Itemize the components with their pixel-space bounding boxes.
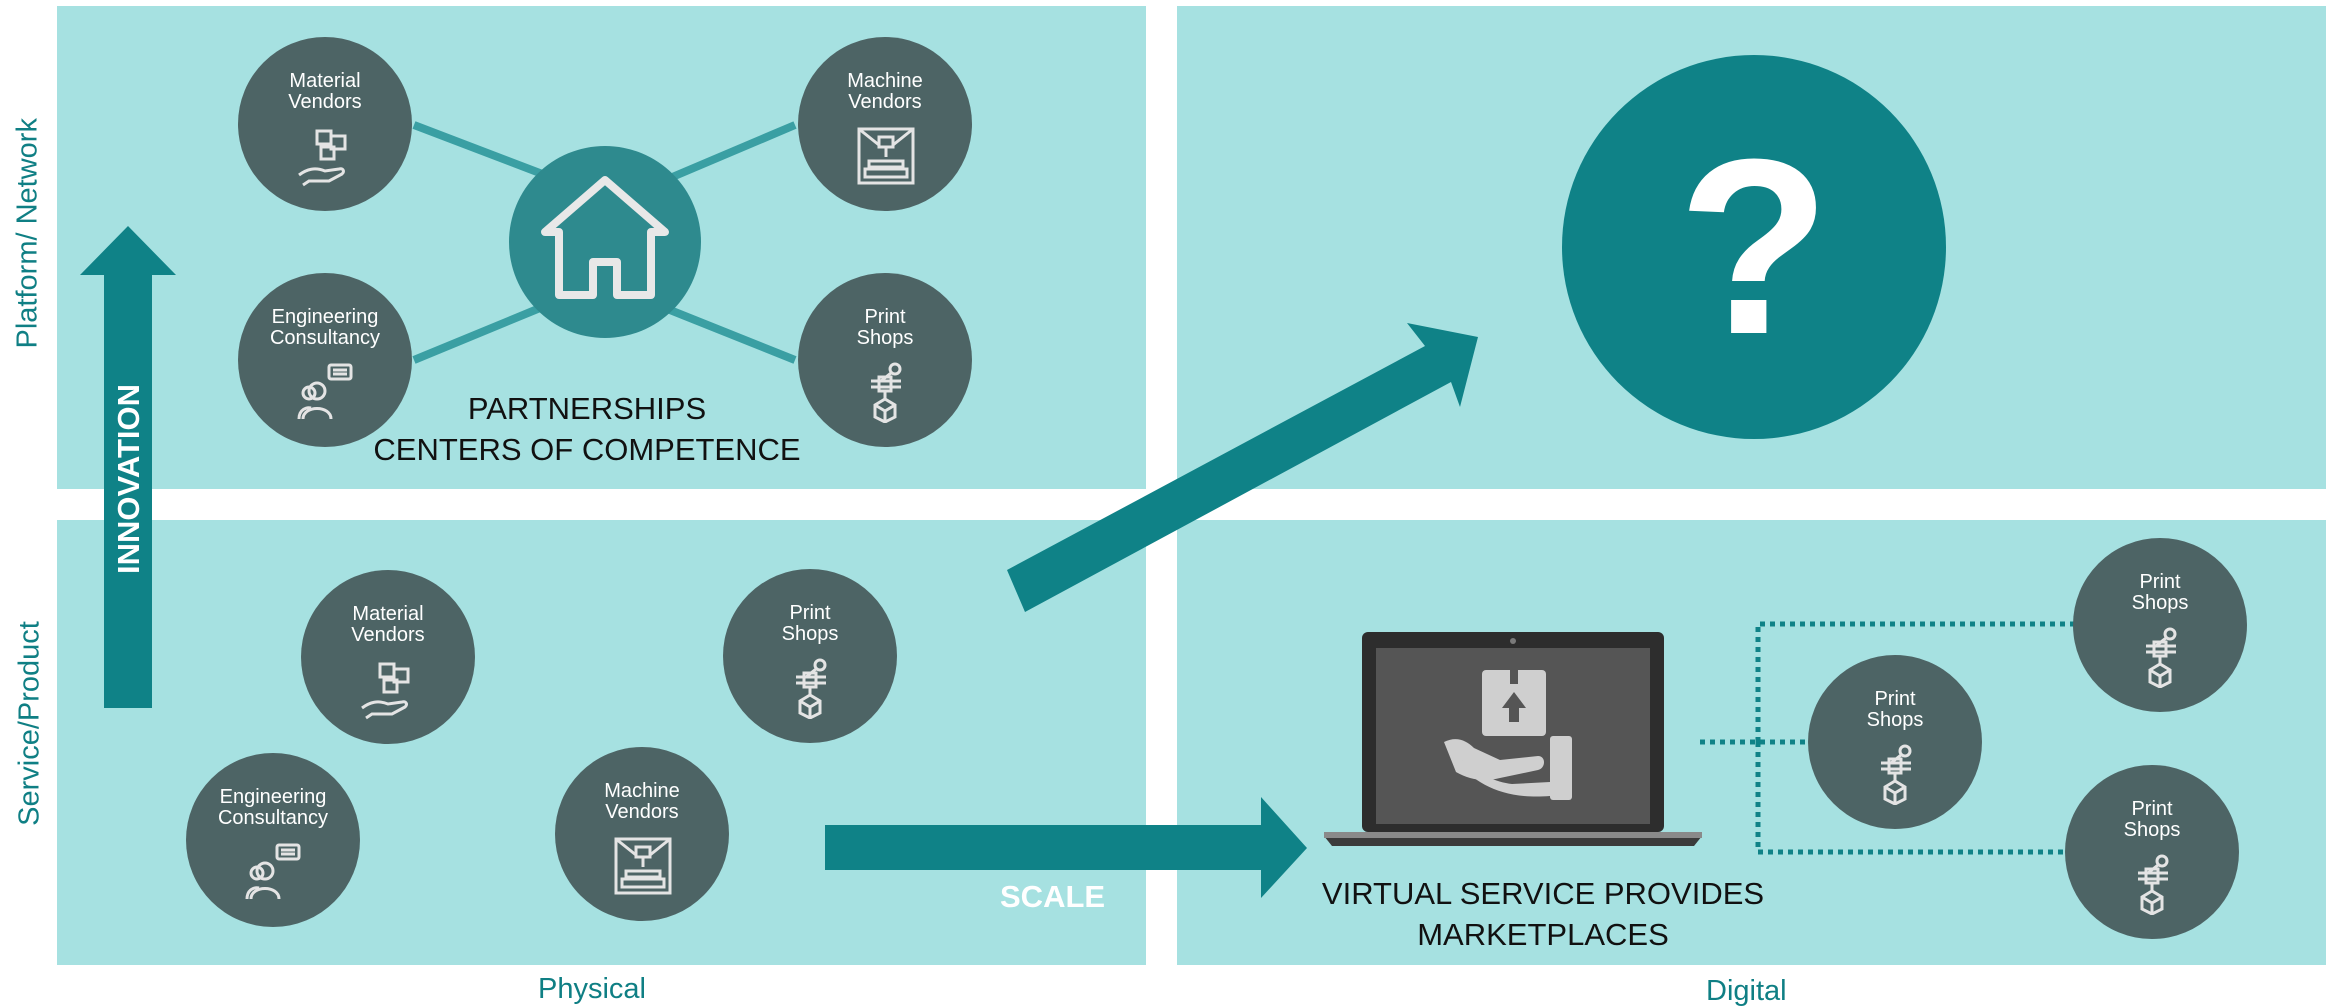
connector-material-vendors	[412, 121, 547, 179]
caption-partnerships: PARTNERSHIPS	[467, 391, 707, 426]
node-engineering-consultancy-top: Engineering Consultancy	[238, 273, 412, 447]
node-label: Print Shops	[856, 306, 914, 349]
innovation-arrow	[80, 226, 176, 708]
connector-engineering-consultancy	[412, 304, 542, 364]
hub-circle	[509, 146, 701, 338]
machine-printer-icon	[612, 835, 674, 897]
node-label: Material Vendors	[288, 70, 362, 113]
robot-arm-icon	[780, 657, 842, 720]
hub-connectors	[412, 121, 797, 364]
laptop-upload-hand-icon	[1324, 632, 1702, 846]
consultant-speech-icon	[295, 361, 357, 423]
node-print-shops-top-right: Print Shops	[2073, 538, 2247, 712]
robot-arm-icon	[1865, 743, 1927, 806]
node-label: Print Shops	[2131, 571, 2189, 614]
robot-arm-icon	[855, 361, 917, 424]
scale-label: SCALE	[1000, 879, 1106, 914]
machine-printer-icon	[855, 125, 917, 187]
node-engineering-consultancy-bottom: Engineering Consultancy	[186, 753, 360, 927]
robot-arm-icon	[2130, 626, 2192, 689]
node-print-shops-center: Print Shops	[1808, 655, 1982, 829]
diagonal-growth-arrow	[1007, 323, 1478, 612]
node-label: Material Vendors	[351, 603, 425, 646]
caption-marketplaces: MARKETPLACES	[1417, 917, 1669, 952]
node-material-vendors-top: Material Vendors	[238, 37, 412, 211]
robot-arm-icon	[2122, 853, 2184, 916]
innovation-label: INNOVATION	[111, 384, 146, 575]
connector-machine-vendors	[668, 121, 797, 182]
node-material-vendors-bottom: Material Vendors	[301, 570, 475, 744]
axis-label-service-product: Service/Product	[13, 621, 46, 826]
house-icon	[541, 176, 669, 299]
material-box-hand-icon	[295, 125, 357, 187]
node-label: Machine Vendors	[847, 70, 923, 113]
node-machine-vendors-bottom: Machine Vendors	[555, 747, 729, 921]
dotted-network-lines	[1700, 621, 2074, 855]
scale-arrow	[825, 797, 1307, 898]
node-label: Engineering Consultancy	[269, 306, 381, 349]
caption-centers-of-competence: CENTERS OF COMPETENCE	[373, 432, 801, 467]
consultant-speech-icon	[243, 841, 305, 903]
node-label: Print Shops	[1866, 688, 1924, 731]
node-print-shops-bottom: Print Shops	[723, 569, 897, 743]
node-print-shops-top: Print Shops	[798, 273, 972, 447]
node-label: Engineering Consultancy	[217, 786, 329, 829]
node-label: Print Shops	[2123, 798, 2181, 841]
material-box-hand-icon	[358, 658, 420, 720]
caption-virtual-service: VIRTUAL SERVICE PROVIDES	[1321, 876, 1765, 911]
axis-label-digital: Digital	[1706, 975, 1787, 1007]
node-machine-vendors-top: Machine Vendors	[798, 37, 972, 211]
node-print-shops-bottom-right: Print Shops	[2065, 765, 2239, 939]
axis-label-physical: Physical	[538, 973, 646, 1005]
node-label: Print Shops	[781, 602, 839, 645]
question-mark-circle: ?	[1562, 55, 1946, 439]
axis-label-platform-network: Platform/ Network	[11, 118, 44, 349]
connector-print-shops	[668, 306, 797, 364]
node-label: Machine Vendors	[604, 780, 680, 823]
